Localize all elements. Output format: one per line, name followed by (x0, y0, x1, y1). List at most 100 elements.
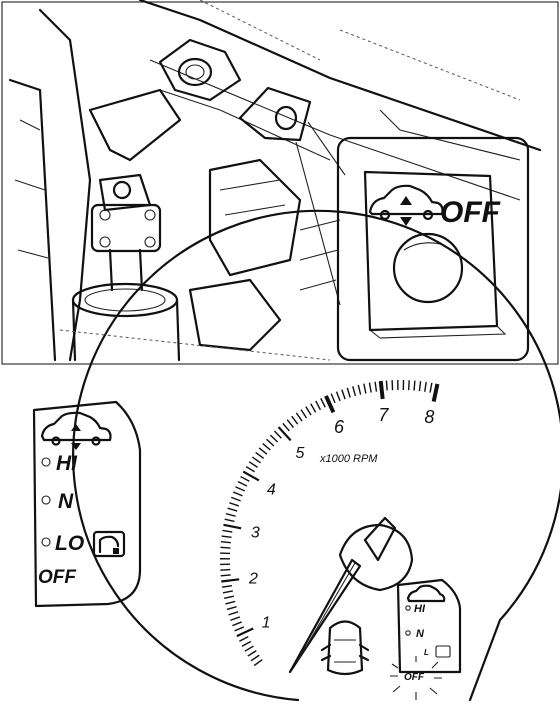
minor-tick (234, 626, 245, 632)
needle-cap (363, 516, 397, 562)
minor-tick (258, 447, 268, 455)
small-switch-housing (238, 86, 312, 142)
top-knob (177, 57, 213, 87)
minor-tick (374, 381, 378, 392)
minor-tick (248, 461, 258, 468)
transfer-arrows-icon (400, 196, 412, 226)
major-tick (242, 470, 260, 482)
minor-tick (237, 481, 248, 487)
tachometer-numeral: 7 (378, 405, 389, 425)
minor-tick (222, 529, 233, 533)
minor-tick (407, 380, 410, 391)
minor-tick (230, 616, 241, 621)
lo-indicator-dot (41, 537, 51, 547)
minor-tick (253, 659, 263, 667)
tachometer-numeral: 1 (262, 615, 271, 632)
mode-item-n: N (58, 490, 74, 513)
minor-tick (223, 595, 235, 600)
minor-tick (250, 654, 260, 662)
tachometer-numeral: 4 (267, 481, 276, 498)
minor-tick (221, 584, 233, 588)
minor-tick (224, 518, 235, 523)
mode-panel-frame (32, 400, 142, 608)
mode-indicator-panel: HI N LO OFF (32, 400, 142, 608)
minor-tick (262, 443, 271, 451)
minor-tick (233, 491, 243, 497)
minor-tick (341, 389, 346, 400)
major-tick (221, 578, 240, 583)
mini-item-l: L (424, 648, 429, 657)
minor-tick (273, 430, 282, 439)
major-tick (324, 395, 336, 414)
tachometer-ticks (219, 380, 440, 667)
minor-tick (225, 600, 236, 605)
minor-tick (222, 590, 233, 594)
switch-button (392, 232, 464, 304)
tachometer-numeral: 5 (295, 445, 304, 462)
button-housing (158, 38, 242, 102)
minor-tick (247, 650, 257, 657)
tachometer-numeral: 8 (424, 407, 434, 427)
tachometer-numeral: 6 (334, 417, 345, 437)
minor-tick (291, 415, 299, 425)
minor-tick (235, 486, 245, 492)
minor-tick (220, 574, 231, 577)
tachometer-needle (288, 558, 362, 674)
minor-tick (282, 422, 290, 432)
minor-tick (357, 384, 362, 395)
minor-tick (221, 535, 232, 539)
major-tick (236, 627, 254, 638)
mini-item-n: N (416, 628, 425, 640)
mode-item-hi: HI (56, 452, 78, 475)
tachometer-numeral: 2 (248, 570, 258, 587)
minor-tick (330, 393, 336, 404)
minor-tick (429, 382, 433, 393)
minor-tick (310, 403, 317, 413)
minor-tick (239, 636, 249, 642)
panel-car-icon (40, 411, 112, 442)
minor-tick (269, 434, 279, 443)
minor-tick (346, 387, 351, 398)
major-tick (277, 426, 292, 442)
minor-tick (424, 381, 427, 392)
minor-tick (286, 419, 295, 428)
minor-tick (368, 382, 372, 393)
switch-callout: OFF (336, 136, 530, 362)
mini-lock-icon (435, 645, 451, 658)
minor-tick (255, 451, 265, 459)
door-warning-car-icon (326, 620, 364, 676)
minor-tick (295, 412, 303, 422)
minor-tick (244, 645, 254, 652)
transfer-assembly (90, 203, 162, 253)
off-blink-rays-icon (390, 656, 442, 700)
callout-frame (336, 136, 530, 362)
mini-mode-panel (396, 578, 462, 674)
minor-tick (227, 507, 238, 512)
minor-tick (300, 409, 308, 419)
dashboard-illustration (1, 0, 559, 365)
tachometer-numeral: 3 (251, 524, 260, 541)
mini-car-icon (406, 584, 446, 603)
minor-tick (220, 540, 231, 544)
leader-line (295, 141, 341, 306)
minor-tick (226, 605, 237, 611)
minor-tick (240, 475, 250, 482)
minor-tick (225, 512, 236, 517)
mode-panel-off-label: OFF (38, 567, 77, 588)
minor-tick (245, 466, 256, 473)
lock-icon (92, 530, 126, 558)
major-tick (223, 523, 242, 530)
n-indicator-dot (41, 495, 51, 505)
needle-hub (338, 523, 414, 592)
major-tick (378, 380, 385, 400)
minor-tick (352, 386, 357, 397)
minor-tick (335, 391, 341, 402)
minor-tick (413, 380, 416, 391)
minor-tick (305, 406, 312, 416)
minor-tick (232, 621, 242, 627)
minor-tick (251, 456, 261, 464)
mode-item-lo: LO (55, 532, 84, 555)
car-icon (368, 184, 444, 216)
tachometer-unit-label: x1000 RPM (319, 453, 378, 465)
